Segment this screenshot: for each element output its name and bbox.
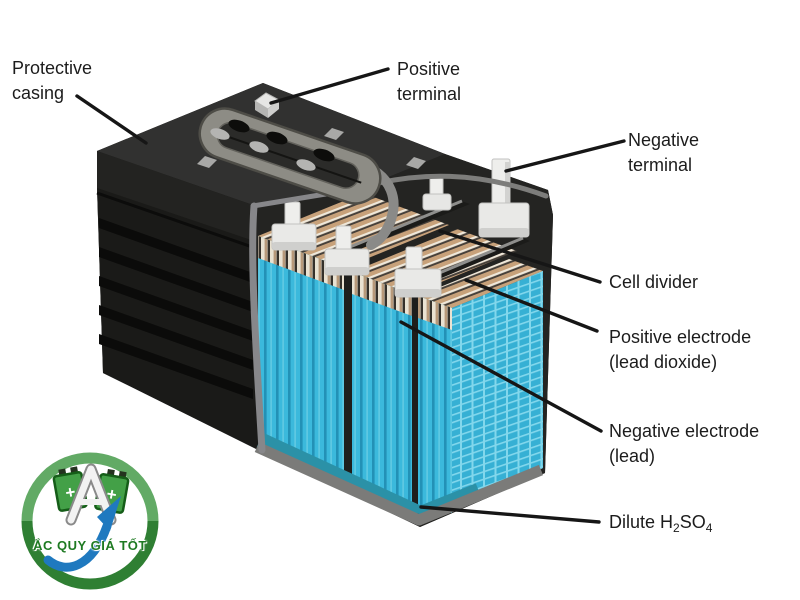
- label-line: Protective: [12, 58, 93, 78]
- logo-ring-top: [21, 452, 159, 522]
- leader-line-protective-casing: [75, 94, 148, 145]
- lid-hardware: [197, 92, 426, 205]
- label-formula-prefix: Dilute H: [609, 512, 674, 532]
- label-line: Cell divider: [609, 272, 699, 292]
- label-line: terminal: [397, 84, 462, 104]
- tray-rim: [254, 441, 544, 526]
- cell-post-1: [271, 201, 317, 251]
- leader-line-negative-terminal: [504, 139, 626, 173]
- label-line: Negative: [628, 130, 700, 150]
- electrode-grid-face: [452, 271, 543, 511]
- plate-tops-above-liquid-cell2: [352, 272, 412, 316]
- vent-caps: [210, 119, 335, 171]
- plate-tops-above-liquid-cell3: [418, 296, 452, 330]
- label-line: terminal: [628, 155, 693, 175]
- positive-terminal-knob: [254, 92, 280, 118]
- logo-ring-bottom: [21, 520, 159, 590]
- vent-plug-squares: [197, 128, 426, 169]
- casing-ribs: [99, 218, 253, 399]
- label-line: Negative electrode: [609, 421, 760, 441]
- cell-post-3: [394, 246, 442, 298]
- leader-lines: [75, 67, 626, 524]
- label-dilute-acid: Dilute H2SO4: [609, 510, 712, 541]
- negative-electrode-front-cell1: [258, 236, 344, 474]
- negative-electrode-front-cell3: [418, 296, 452, 513]
- label-formula-subscript-4: 4: [705, 521, 713, 535]
- cell-divider-front-edge-2: [412, 288, 418, 510]
- label-positive-electrode: Positive electrode (lead dioxide): [609, 325, 751, 375]
- label-negative-terminal: Negative terminal: [628, 128, 699, 178]
- logo-letter-a: [65, 463, 117, 526]
- leader-line-positive-terminal: [269, 67, 390, 105]
- cell-post-back: [422, 176, 452, 211]
- label-formula-mid: SO: [679, 512, 706, 532]
- label-negative-electrode: Negative electrode (lead): [609, 419, 759, 469]
- leader-line-positive-electrode: [464, 278, 599, 333]
- label-cell-divider: Cell divider: [609, 270, 698, 295]
- negative-electrode-front-cell2: [352, 272, 412, 506]
- label-line: (lead): [609, 446, 656, 466]
- label-formula-subscript-2: 2: [673, 521, 680, 535]
- label-line: (lead dioxide): [609, 352, 718, 372]
- leader-line-negative-electrode: [399, 320, 603, 433]
- leader-line-cell-divider: [438, 229, 602, 284]
- label-line: casing: [12, 83, 65, 103]
- casing-lid-bevel: [97, 151, 257, 242]
- label-line: Positive: [397, 59, 461, 79]
- leader-line-dilute-acid: [419, 505, 601, 524]
- label-protective-casing: Protective casing: [12, 56, 92, 106]
- battery-interior-cutaway: [249, 154, 553, 527]
- cell-divider-front-edge-1: [344, 254, 352, 480]
- logo-growth-arrow: [43, 496, 121, 572]
- logo-plus-left: +: [64, 482, 77, 502]
- positive-electrode-plates-cell2: [352, 229, 517, 294]
- cell-post-2: [324, 225, 370, 276]
- label-line: Positive electrode: [609, 327, 752, 347]
- positive-electrode-plates-cell3: [418, 259, 543, 308]
- carry-handle: [198, 107, 382, 205]
- watermark-brand-text: ẮC QUY GIÁ TỐT: [33, 538, 147, 553]
- lid-groove: [96, 191, 256, 250]
- label-positive-terminal: Positive terminal: [397, 57, 461, 107]
- watermark-logo: + +: [21, 452, 159, 590]
